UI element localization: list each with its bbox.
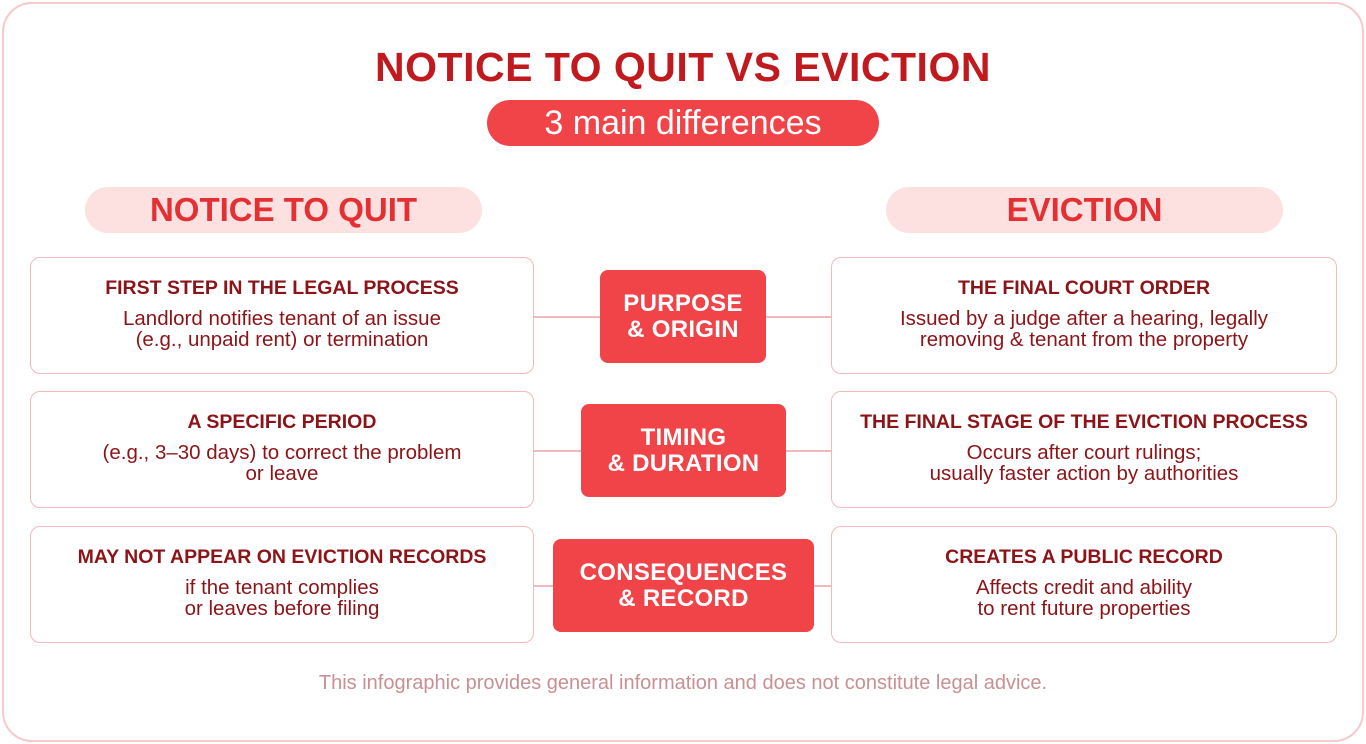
left-card-timing: A SPECIFIC PERIOD (e.g., 3–30 days) to c… [30,391,534,508]
card-title: MAY NOT APPEAR ON EVICTION RECORDS [77,546,487,568]
center-label-consequences-record: CONSEQUENCES & RECORD [553,539,814,632]
page-title: NOTICE TO QUIT VS EVICTION [375,44,991,90]
center-label-timing-duration: TIMING & DURATION [581,404,786,497]
left-column-header: NOTICE TO QUIT [85,187,482,233]
card-title: THE FINAL STAGE OF THE EVICTION PROCESS [860,411,1308,433]
card-title: FIRST STEP IN THE LEGAL PROCESS [105,277,459,299]
center-label-line-2: & RECORD [618,584,749,612]
right-card-timing: THE FINAL STAGE OF THE EVICTION PROCESS … [831,391,1337,508]
center-label-line-1: TIMING [640,423,727,451]
card-body: if the tenant complies or leaves before … [184,576,380,620]
center-label-purpose-origin: PURPOSE & ORIGIN [600,270,766,363]
left-card-purpose: FIRST STEP IN THE LEGAL PROCESS Landlord… [30,257,534,374]
disclaimer-footer: This infographic provides general inform… [318,672,1048,694]
card-body: Affects credit and ability to rent futur… [975,576,1193,620]
card-title: THE FINAL COURT ORDER [957,277,1211,299]
center-label-line-1: PURPOSE [623,289,743,317]
card-body: Landlord notifies tenant of an issue (e.… [123,307,441,351]
right-card-purpose: THE FINAL COURT ORDER Issued by a judge … [831,257,1337,374]
card-title: A SPECIFIC PERIOD [187,411,377,433]
card-body: (e.g., 3–30 days) to correct the problem… [102,441,462,485]
center-label-line-1: CONSEQUENCES [579,558,788,586]
right-column-header: EVICTION [886,187,1283,233]
card-body: Issued by a judge after a hearing, legal… [899,307,1269,351]
right-card-consequences: CREATES A PUBLIC RECORD Affects credit a… [831,526,1337,643]
center-label-line-2: & ORIGIN [627,315,739,343]
card-title: CREATES A PUBLIC RECORD [945,546,1223,568]
card-body: Occurs after court rulings; usually fast… [929,441,1239,485]
center-label-line-2: & DURATION [607,449,760,477]
left-card-consequences: MAY NOT APPEAR ON EVICTION RECORDS if th… [30,526,534,643]
subtitle-pill: 3 main differences [487,100,879,146]
